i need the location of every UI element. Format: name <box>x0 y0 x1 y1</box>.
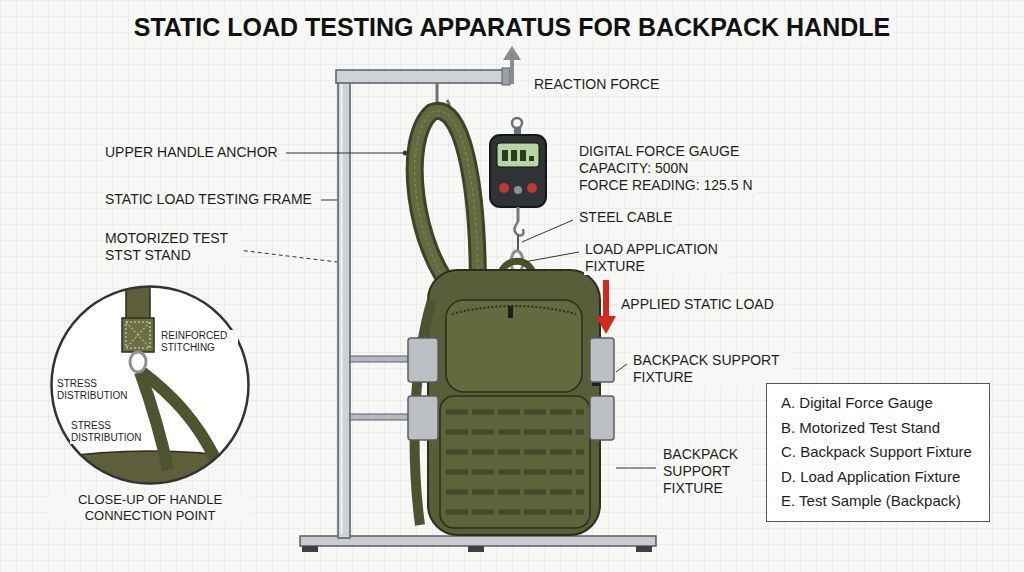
frame-foot <box>302 546 318 552</box>
diagram-title: STATIC LOAD TESTING APPARATUS FOR BACKPA… <box>130 12 894 42</box>
zipper-pull <box>508 306 513 318</box>
leader-line <box>616 468 656 469</box>
frame-foot <box>636 546 652 552</box>
molle-webbing <box>446 470 584 475</box>
key-entry: D. Load Application Fixture <box>781 465 975 490</box>
leader-dot <box>403 151 407 155</box>
fixture-plate <box>408 338 438 382</box>
gauge-button <box>527 183 537 193</box>
shoulder-strap <box>415 111 478 292</box>
display-segment <box>529 156 534 161</box>
key-entry: A. Digital Force Gauge <box>781 391 975 416</box>
d-ring <box>130 352 146 372</box>
pole-highlight <box>341 84 343 534</box>
gauge-shaft <box>517 207 520 222</box>
arm-cap <box>502 68 510 85</box>
closeup-label: REINFORCED STITCHING <box>160 330 238 354</box>
part-label: STEEL CABLE <box>578 209 674 226</box>
force-gauge <box>490 118 546 273</box>
reaction-arrow <box>503 46 521 84</box>
fixture-rod <box>350 414 408 420</box>
support-fixture <box>408 338 614 440</box>
arrow-head <box>596 316 616 334</box>
molle-webbing <box>446 450 584 455</box>
molle-webbing <box>446 430 584 435</box>
strap-pad <box>415 111 478 292</box>
gauge-spec: CAPACITY: 500N <box>578 160 689 177</box>
arrow-shaft <box>510 58 514 84</box>
fixture-rod <box>350 356 408 362</box>
part-label: BACKPACK SUPPORT FIXTURE <box>662 446 752 497</box>
frame-arm <box>336 70 506 83</box>
closeup-caption: CLOSE-UP OF HANDLE CONNECTION POINT <box>48 492 252 524</box>
display-segment <box>511 150 517 161</box>
force-label: REACTION FORCE <box>533 76 660 93</box>
gauge-reading: FORCE READING: 125.5 N <box>578 177 754 194</box>
closeup-label: STRESS DISTRIBUTION <box>56 378 134 402</box>
molle-webbing <box>446 490 584 495</box>
arrow-shaft <box>603 280 609 318</box>
force-label: APPLIED STATIC LOAD <box>620 296 775 313</box>
leader-line <box>286 153 403 154</box>
backpack-body <box>428 270 600 535</box>
steel-cable <box>517 235 519 252</box>
part-label: STATIC LOAD TESTING FRAME <box>104 191 313 208</box>
display-segment <box>502 150 508 161</box>
gauge-label: DIGITAL FORCE GAUGE <box>578 143 740 160</box>
closeup-label: STRESS DISTRIBUTION <box>70 420 148 444</box>
leader-line <box>524 252 579 262</box>
test-frame <box>300 68 656 552</box>
gauge-button <box>514 186 522 194</box>
stitch-patch <box>122 318 154 352</box>
frame-base <box>300 536 656 546</box>
key-entry: E. Test Sample (Backpack) <box>781 489 975 514</box>
gauge-display <box>497 143 539 167</box>
frame-pole <box>338 78 350 538</box>
applied-load-arrow <box>596 280 616 334</box>
closeup-clip <box>40 280 260 500</box>
gauge-hook <box>515 222 524 235</box>
strap-edge <box>415 111 478 292</box>
part-label: BACKPACK SUPPORT FIXTURE <box>632 352 794 386</box>
key-box: A. Digital Force GaugeB. Motorized Test … <box>766 383 990 522</box>
leader-line <box>522 220 573 242</box>
gauge-body <box>490 135 546 207</box>
arrow-head <box>503 46 521 60</box>
strap-stitch <box>415 111 478 292</box>
closeup-drawing <box>40 280 260 500</box>
backpack <box>412 261 600 535</box>
key-entry: B. Motorized Test Stand <box>781 416 975 441</box>
stitching <box>126 322 150 348</box>
frame-foot <box>468 546 484 552</box>
part-label: LOAD APPLICATION FIXTURE <box>584 241 731 275</box>
key-entry: C. Backpack Support Fixture <box>781 440 975 465</box>
gauge-button <box>499 183 509 193</box>
leader-line <box>616 364 627 372</box>
molle-webbing <box>446 510 584 515</box>
part-label: MOTORIZED TEST STST STAND <box>104 230 241 264</box>
closeup-webbing <box>142 372 216 460</box>
lower-pocket <box>440 396 590 528</box>
part-label: UPPER HANDLE ANCHOR <box>104 144 279 161</box>
fixture-plate <box>408 396 438 440</box>
fixture-plate <box>590 396 614 440</box>
fixture-plate <box>590 338 614 382</box>
circle-outline <box>52 287 249 484</box>
stitching <box>126 322 150 348</box>
leader-line <box>321 200 337 201</box>
molle-webbing <box>446 410 584 415</box>
display-segment <box>520 150 526 161</box>
closeup-circle: REINFORCED STITCHING STRESS DISTRIBUTION S… <box>50 285 250 525</box>
front-pocket <box>446 300 582 392</box>
gauge-ring <box>512 118 522 128</box>
zipper <box>452 306 576 314</box>
leader-line <box>230 249 337 262</box>
